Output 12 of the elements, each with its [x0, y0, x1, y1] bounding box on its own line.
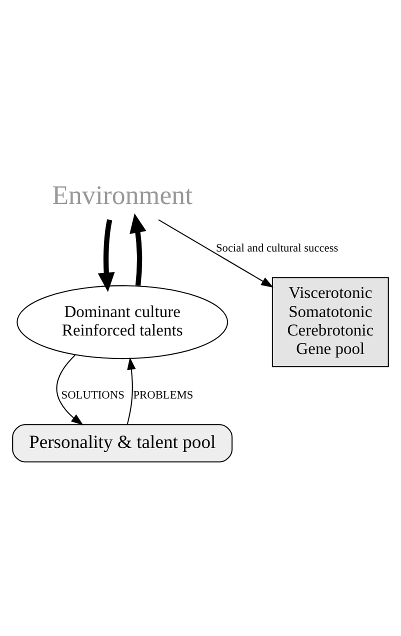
node-ellipse: Dominant culture Reinforced talents — [16, 284, 228, 359]
node-text: Environment — [52, 179, 193, 210]
arrow — [56, 354, 84, 425]
edge-label: Social and cultural success — [216, 242, 338, 254]
arrow — [98, 218, 115, 292]
edge-label: SOLUTIONS — [61, 389, 124, 402]
node-box: Personality & talent pool — [12, 424, 233, 462]
arrow — [158, 218, 274, 288]
node-box: Viscerotonic Somatotonic Cerebrotonic Gene pool — [272, 276, 389, 367]
edge-label: PROBLEMS — [133, 389, 194, 402]
arrow — [130, 212, 146, 286]
arrow — [126, 356, 136, 424]
